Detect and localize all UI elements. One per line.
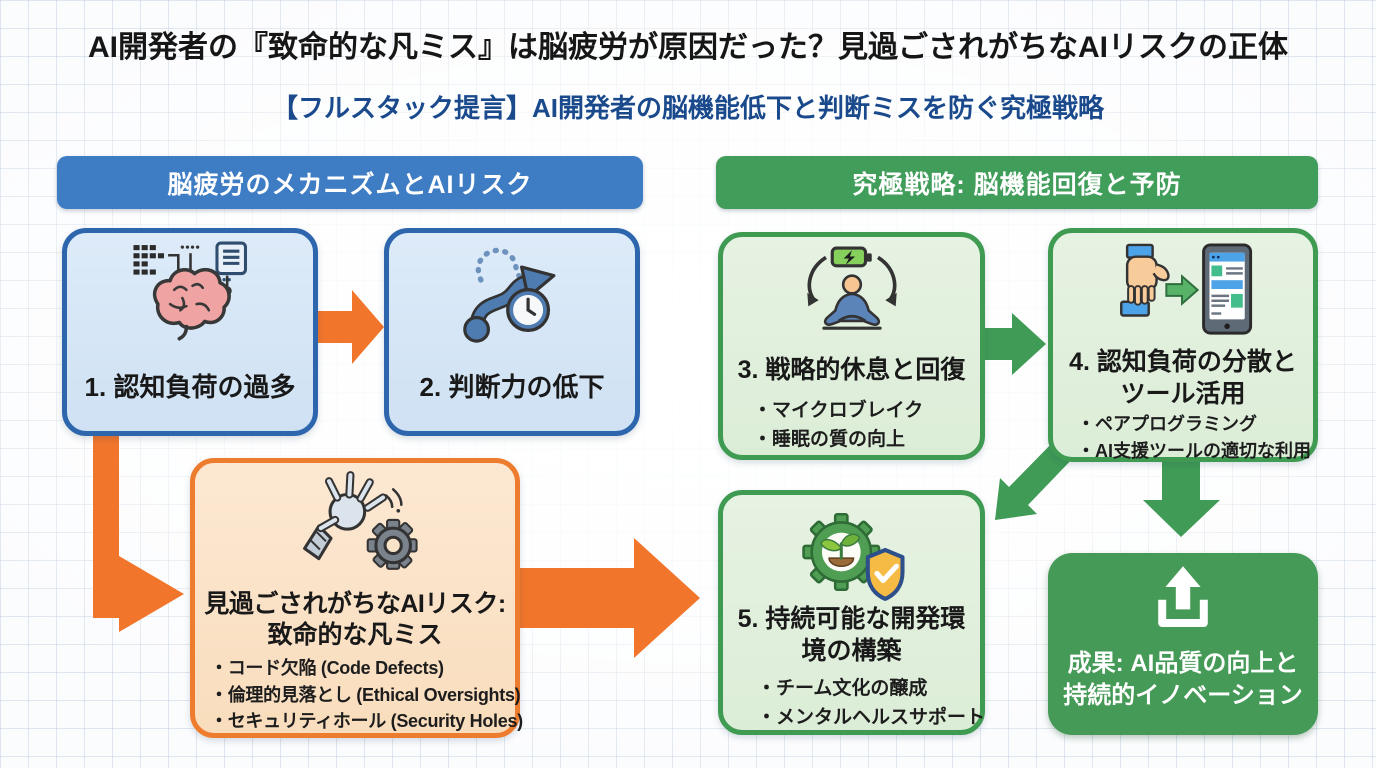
risk-bullet-list: ・コード欠陥 (Code Defects) ・倫理的見落とし (Ethical … (210, 655, 523, 735)
brain-circuit-icon (67, 241, 313, 353)
risk-bullet-ethical-oversights: ・倫理的見落とし (Ethical Oversights) (210, 684, 521, 705)
gear-plant-shield-icon (723, 501, 980, 603)
page-title: AI開発者の『致命的な凡ミス』は脳疲労が原因だった？見過ごされがちなAIリスクの… (88, 31, 1288, 64)
robot-hand-gear-icon (195, 467, 515, 579)
rest-bullet-list: ・マイクロブレイク ・睡眠の質の向上 (753, 397, 923, 454)
result-box-outcome: 成果: AI品質の向上と 持続的イノベーション (1048, 553, 1318, 735)
bullet-micro-breaks: ・マイクロブレイク (753, 400, 924, 421)
distribution-bullet-list: ・ペアプログラミング ・AI支援ツールの適切な利用 (1077, 411, 1311, 465)
risk-bullet-code-defects: ・コード欠陥 (Code Defects) (210, 658, 444, 678)
section-header-brain-fatigue: 脳疲労のメカニズムとAIリスク (57, 156, 643, 209)
strategy-label-rest-recovery: 3. 戦略的休息と回復 (737, 356, 966, 384)
strategy-box-sustainable-environment: 5. 持続可能な開発環 境の構築 ・チーム文化の醸成 ・メンタルヘルスサポート (718, 490, 985, 735)
risk-title-line2: 致命的な凡ミス (267, 621, 443, 649)
page-subtitle: 【フルスタック提言】AI開発者の脳機能低下と判断ミスを防ぐ究極戦略 (271, 93, 1104, 123)
step-box-cognitive-overload: 1. 認知負荷の過多 (62, 228, 318, 436)
strategy-label-sustainable-line2: 境の構築 (801, 637, 902, 665)
strategy-label-load-distribution-line2: ツール活用 (1120, 380, 1246, 408)
bullet-ai-tools: ・AI支援ツールの適切な利用 (1077, 441, 1311, 461)
sustainable-bullet-list: ・チーム文化の醸成 ・メンタルヘルスサポート (757, 675, 985, 732)
risk-box-fatal-mistakes: 見過ごされがちなAIリスク: 致命的な凡ミス ・コード欠陥 (Code Defe… (190, 458, 523, 738)
strategy-label-sustainable-line1: 5. 持続可能な開発環 (737, 605, 966, 633)
arrow-cognitive-to-risk (93, 436, 184, 632)
strategy-label-load-distribution-line1: 4. 認知負荷の分散と (1069, 348, 1297, 376)
strategy-box-load-distribution: 4. 認知負荷の分散と ツール活用 ・ペアプログラミング ・AI支援ツールの適切… (1048, 228, 1318, 462)
detour-clock-icon (389, 241, 635, 349)
arrow-rest-to-distribute (985, 313, 1046, 375)
step-label-cognitive-overload: 1. 認知負荷の過多 (84, 372, 296, 402)
result-label-line1: 成果: AI品質の向上と (1067, 650, 1299, 677)
arrow-risk-to-sustainable (512, 538, 700, 658)
bullet-mental-health: ・メンタルヘルスサポート (757, 706, 986, 728)
upload-icon (1048, 563, 1318, 643)
step-box-judgment-decline: 2. 判断力の低下 (384, 228, 640, 436)
risk-title-line1: 見過ごされがちなAIリスク: (204, 590, 506, 618)
section-header-right-label: 究極戦略: 脳機能回復と予防 (852, 170, 1182, 199)
strategy-box-rest-recovery: 3. 戦略的休息と回復 ・マイクロブレイク ・睡眠の質の向上 (718, 232, 985, 460)
bullet-pair-programming: ・ペアプログラミング (1077, 414, 1257, 434)
meditation-recharge-icon (723, 245, 980, 349)
risk-bullet-security-holes: ・セキュリティホール (Security Holes) (210, 711, 523, 732)
hand-tablet-icon (1053, 241, 1313, 339)
result-label-line2: 持続的イノベーション (1063, 682, 1303, 709)
section-header-left-label: 脳疲労のメカニズムとAIリスク (167, 170, 533, 199)
arrow-cognitive-to-judgment (318, 290, 384, 364)
section-header-strategy: 究極戦略: 脳機能回復と予防 (716, 156, 1318, 209)
bullet-team-culture: ・チーム文化の醸成 (757, 678, 928, 699)
bullet-sleep-quality: ・睡眠の質の向上 (753, 428, 906, 450)
step-label-judgment-decline: 2. 判断力の低下 (419, 372, 605, 402)
